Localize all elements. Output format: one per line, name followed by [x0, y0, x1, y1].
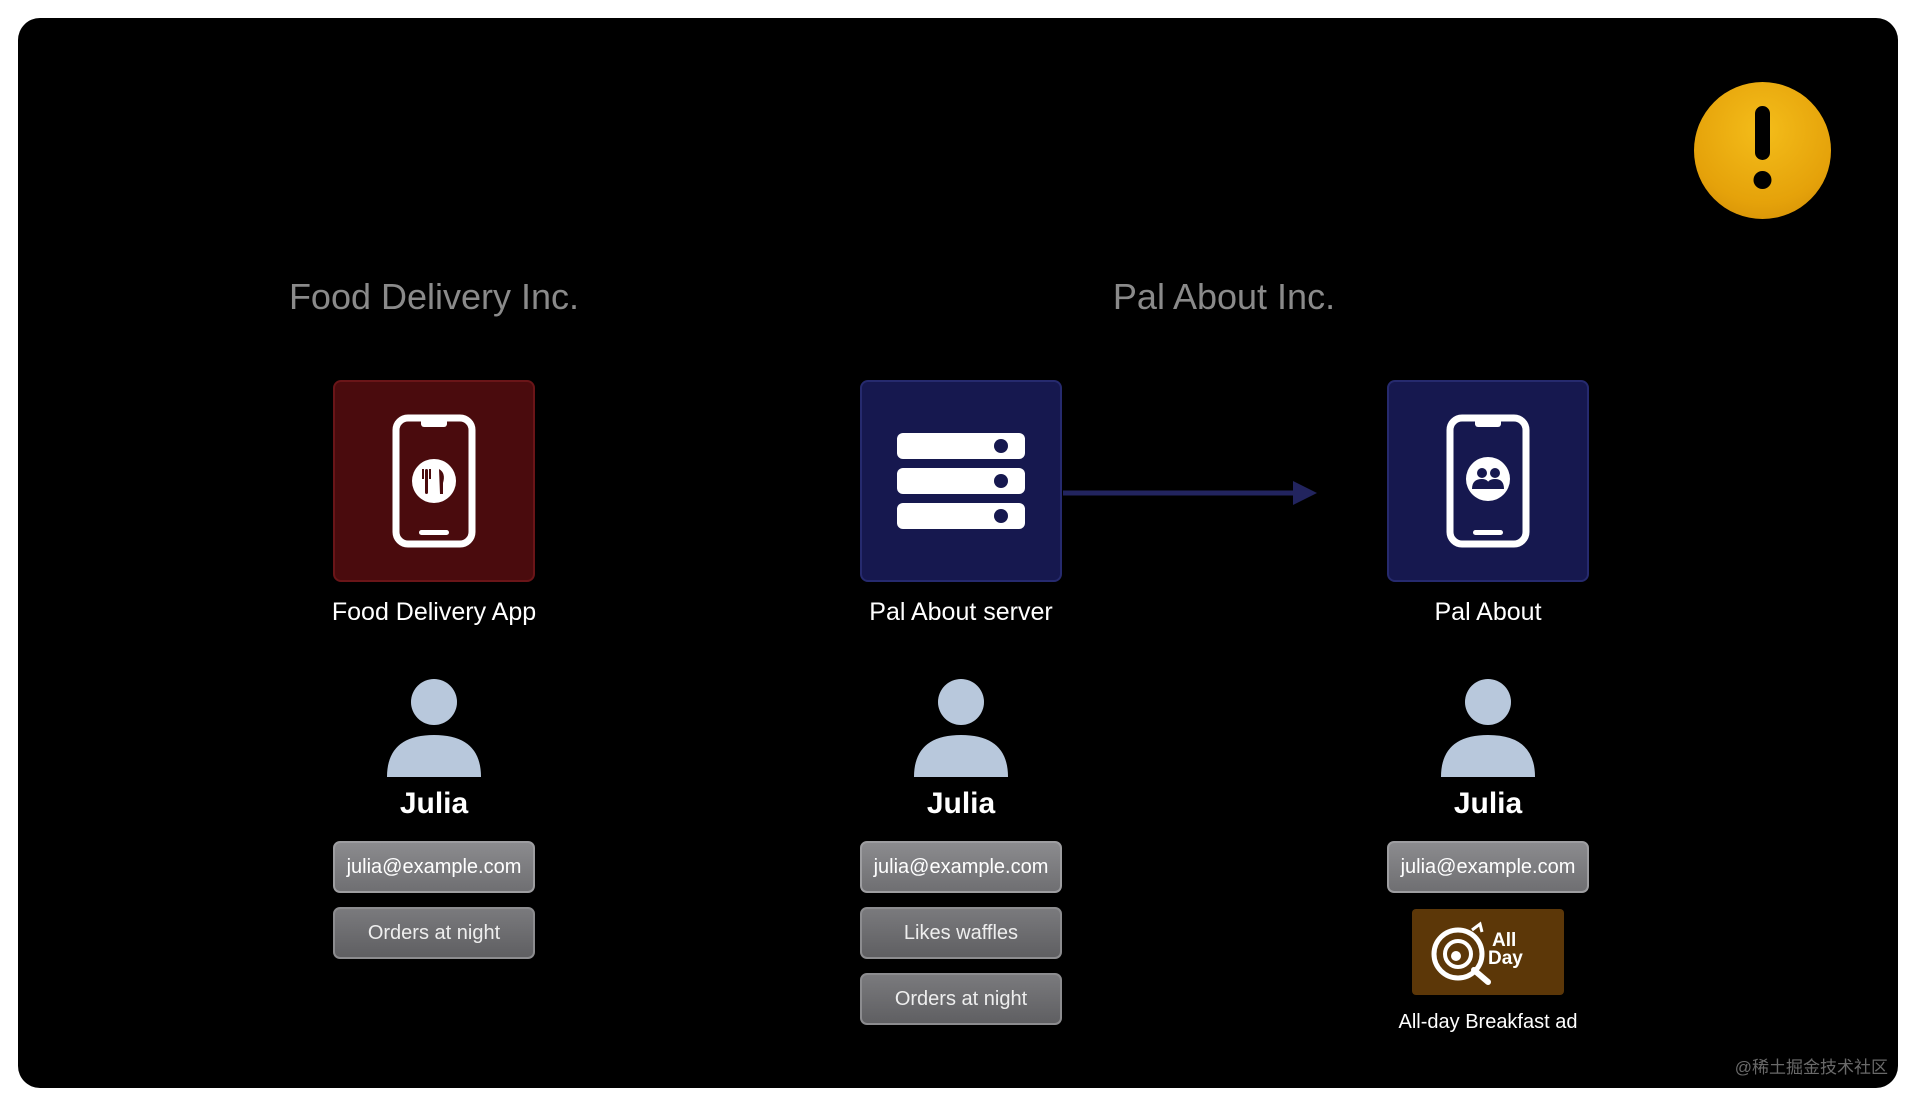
person-icon: [914, 679, 1008, 777]
app-label: Pal About server: [869, 598, 1053, 626]
person-name: Julia: [399, 787, 469, 820]
food-delivery-app-box: [333, 380, 535, 582]
person-name: Julia: [1453, 787, 1523, 820]
watermark: @稀土掘金技术社区: [1734, 1058, 1888, 1077]
all-day-breakfast-logo-icon: All Day: [1431, 921, 1523, 985]
phone-people-icon: [1446, 414, 1530, 548]
ad-image: All Day: [1412, 909, 1564, 995]
pal-about-app-box: [1387, 380, 1589, 582]
person-icon: [1441, 679, 1535, 777]
phone-food-icon: [392, 414, 476, 548]
app-label: Pal About: [1434, 598, 1542, 626]
person-icon: [387, 679, 481, 777]
email-chip: julia@example.com: [333, 841, 535, 893]
org-title-pal-about: Pal About Inc.: [1112, 276, 1336, 317]
email-chip: julia@example.com: [860, 841, 1062, 893]
exclamation-icon: [1753, 106, 1772, 189]
tag-chip: Orders at night: [860, 973, 1062, 1025]
person-name: Julia: [926, 787, 996, 820]
slide: Food Delivery Inc. Pal About Inc. Food D…: [18, 18, 1898, 1088]
column-pal-about-app: Pal About Julia julia@example.com All Da…: [1368, 380, 1608, 1034]
data-flow-arrow: [1063, 481, 1317, 505]
ad-logo-text-day: Day: [1488, 948, 1523, 969]
app-label: Food Delivery App: [331, 598, 537, 626]
ad-logo-text-all: All: [1492, 930, 1516, 951]
tag-chip: Orders at night: [333, 907, 535, 959]
pal-about-server-box: [860, 380, 1062, 582]
column-pal-about-server: Pal About server Julia julia@example.com…: [841, 380, 1081, 1025]
column-food-delivery: Food Delivery App Julia julia@example.co…: [314, 380, 554, 959]
ad-label: All-day Breakfast ad: [1398, 1011, 1578, 1033]
org-title-food-delivery: Food Delivery Inc.: [288, 276, 580, 317]
warning-badge: [1694, 82, 1831, 219]
server-icon: [897, 433, 1025, 529]
email-chip: julia@example.com: [1387, 841, 1589, 893]
tag-chip: Likes waffles: [860, 907, 1062, 959]
